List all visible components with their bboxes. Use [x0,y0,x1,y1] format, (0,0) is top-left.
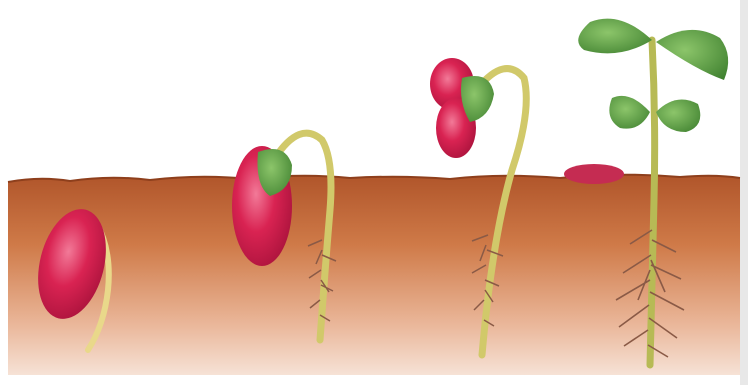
right-frame-edge [740,0,748,385]
main-stem [650,40,655,365]
soil [8,175,740,375]
seed-coat-on-surface [564,164,624,184]
